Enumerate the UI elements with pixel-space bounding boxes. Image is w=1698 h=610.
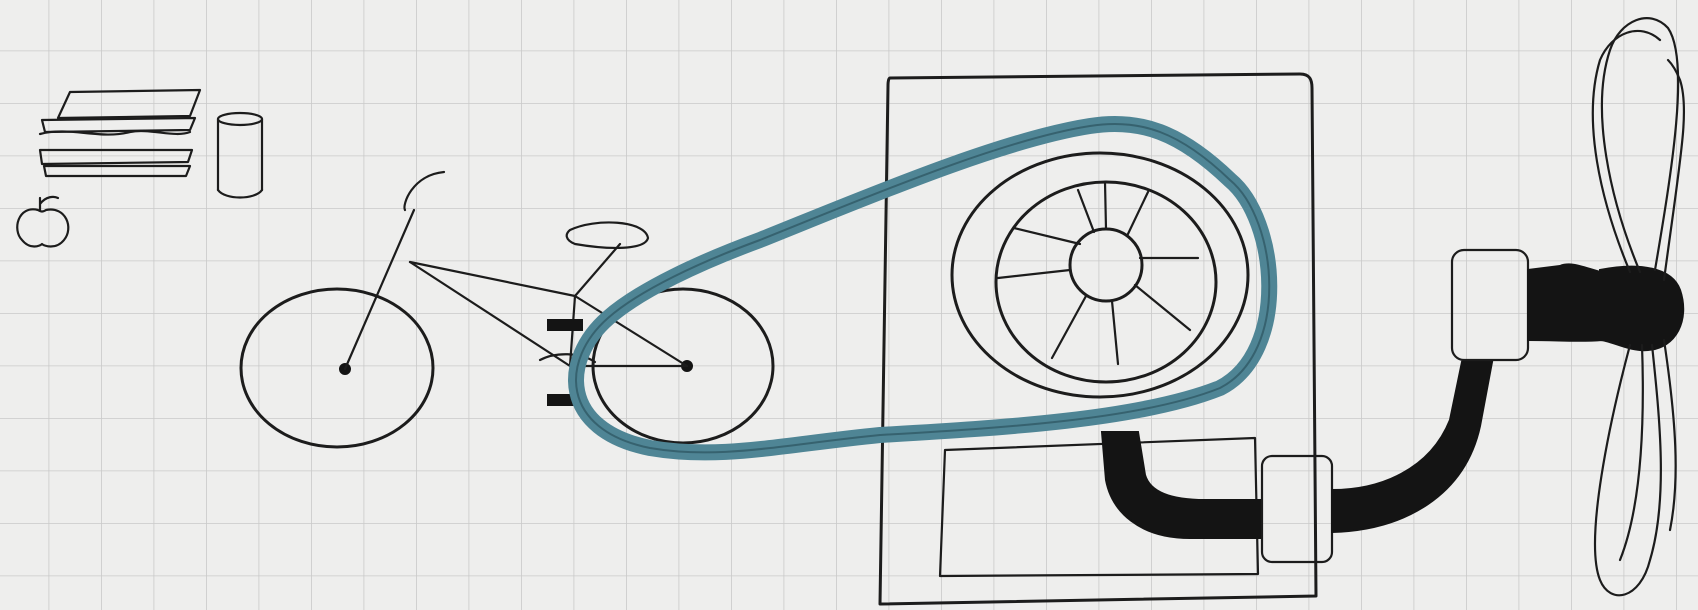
drink-can-icon (216, 111, 264, 199)
apple-icon (16, 195, 70, 248)
fan-icon (1591, 17, 1686, 597)
hose (1100, 248, 1685, 564)
generator-housing (878, 72, 1318, 606)
sandwich-icon (38, 88, 202, 178)
generator-wheel-icon (950, 151, 1250, 399)
drive-belt (568, 115, 1278, 461)
